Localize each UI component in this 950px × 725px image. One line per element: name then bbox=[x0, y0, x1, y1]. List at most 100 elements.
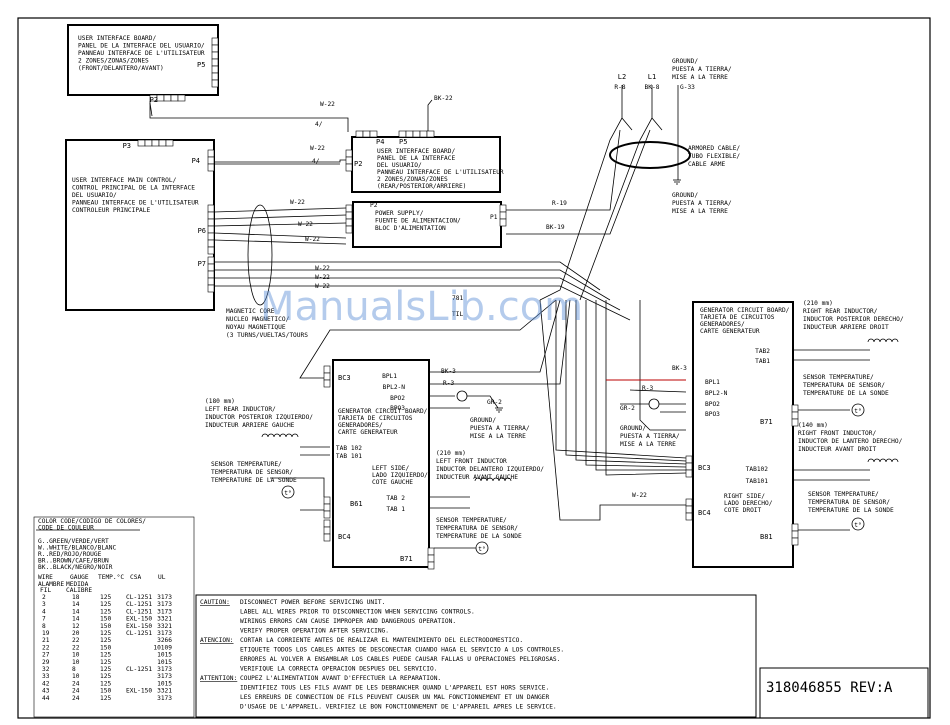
pin-label-bpo2: BPO2 bbox=[390, 395, 405, 402]
ui-front-board-label: PANEL DE LA INTERFACE DEL USUARIO/ bbox=[78, 43, 205, 50]
right-ground-label: MISE A LA TERRE bbox=[620, 441, 676, 448]
p7-connector-pin bbox=[207, 256, 215, 265]
right-side-label: COTE DROIT bbox=[724, 507, 762, 514]
p6-connector-pin bbox=[207, 204, 215, 213]
w22-harness bbox=[214, 159, 346, 163]
generator-feed-wire bbox=[565, 300, 687, 462]
bc3-connector-pin bbox=[323, 379, 331, 388]
pin-label-bpl1: BPL1 bbox=[705, 379, 720, 386]
generator-board-right-label: CARTE GENERATEUR bbox=[700, 328, 760, 335]
left-sensor-label: SENSOR TEMPERATURE/ bbox=[211, 461, 282, 468]
bc4-label: BC4 bbox=[698, 509, 711, 517]
bc4-label: BC4 bbox=[338, 533, 351, 541]
bc3-connector-pin bbox=[685, 455, 693, 464]
left-front-inductor-label: INDUCTEUR AVANT GAUCHE bbox=[436, 474, 518, 481]
b71-connector-pin bbox=[791, 418, 799, 427]
p5-connector-pin bbox=[419, 130, 428, 138]
caution-text: LES ERREURS DE CONNECTION DE FILS PEUVEN… bbox=[240, 694, 549, 701]
sensor-glyph: t° bbox=[854, 521, 861, 529]
table-header: GAUGE bbox=[70, 574, 89, 581]
wire-label: BK-22 bbox=[434, 95, 453, 102]
p2-connector-pin bbox=[156, 94, 165, 102]
pin-label-tab101: TAB101 bbox=[746, 478, 769, 485]
p2-label: P2 bbox=[370, 202, 378, 209]
right-front-sensor-label: TEMPERATURE DE LA SONDE bbox=[808, 507, 894, 514]
p6-connector-pin bbox=[207, 246, 215, 255]
right-rear-inductor-label: RIGHT REAR INDUCTOR/ bbox=[803, 308, 878, 315]
generator-feed-wire bbox=[595, 300, 686, 471]
table-cell: 125 bbox=[100, 680, 111, 687]
table-cell: CL-1251 bbox=[126, 594, 152, 601]
right-ground-label: PUESTA A TIERRA/ bbox=[620, 433, 680, 440]
left-rear-inductor-label: INDUCTEUR ARRIERE GAUCHE bbox=[205, 422, 295, 429]
right-rear-inductor-label: (210 mm) bbox=[803, 300, 833, 307]
generator-board-left-label: CARTE GENERATEUR bbox=[338, 429, 398, 436]
bpl2-right-wire bbox=[629, 389, 687, 393]
w22-wire bbox=[213, 232, 347, 239]
table-cell: 1015 bbox=[157, 659, 172, 666]
table-cell: EXL-150 bbox=[126, 688, 152, 695]
table-cell: 3173 bbox=[157, 601, 172, 608]
generator-board-left-label: GENERADORES/ bbox=[338, 422, 383, 429]
wire-label: W-22 bbox=[632, 492, 647, 499]
table-cell: 22 bbox=[72, 637, 80, 644]
main-control-board-label: CONTROL PRINCIPAL DE LA INTERFACE bbox=[72, 185, 195, 192]
table-header: UL bbox=[158, 574, 166, 581]
l2-line bbox=[539, 85, 623, 301]
right-bc-wire bbox=[639, 300, 686, 431]
wire-label: W-22 bbox=[315, 274, 330, 281]
p6-connector-pin bbox=[207, 218, 215, 227]
table-cell: 12 bbox=[72, 623, 80, 630]
main-control-board-label: DEL USUARIO/ bbox=[72, 192, 117, 199]
table-cell: 3321 bbox=[157, 623, 172, 630]
table-cell: 27 bbox=[42, 652, 50, 659]
table-cell: 4 bbox=[42, 608, 46, 615]
magnetic-core-label: NUCLEO MAGNETICO/ bbox=[226, 316, 290, 323]
wire-label: R-3 bbox=[642, 385, 653, 392]
table-cell: 125 bbox=[100, 601, 111, 608]
b61-connector-pin bbox=[323, 510, 331, 519]
p1-connector-pin bbox=[499, 211, 507, 220]
pin-label-tab1: TAB 1 bbox=[386, 506, 405, 513]
bk3-wire bbox=[429, 299, 561, 373]
right-rear-sensor-label: TEMPERATURA DE SENSOR/ bbox=[803, 382, 885, 389]
generator-feed-wire bbox=[575, 300, 687, 465]
p3-label: P3 bbox=[123, 142, 131, 150]
table-cell: 125 bbox=[100, 673, 111, 680]
b81-connector-pin bbox=[791, 530, 799, 539]
table-cell: 20 bbox=[72, 630, 80, 637]
b71-label: B71 bbox=[400, 555, 413, 563]
table-cell: 14 bbox=[72, 616, 80, 623]
pin-label-tab1: TAB1 bbox=[755, 358, 770, 365]
table-cell: 22 bbox=[72, 644, 80, 651]
p2-connector-pin bbox=[345, 149, 353, 158]
table-cell: 125 bbox=[100, 630, 111, 637]
table-cell: 125 bbox=[100, 637, 111, 644]
p2-connector-pin bbox=[345, 163, 353, 172]
generator-feed-wire bbox=[605, 300, 687, 476]
ground-top-label: PUESTA A TIERRA/ bbox=[672, 66, 732, 73]
left-ground-label: GROUND/ bbox=[470, 417, 496, 424]
table-cell: 19 bbox=[42, 630, 50, 637]
power-supply-label: BLOC D'ALIMENTATION bbox=[375, 225, 446, 232]
b81-label: B81 bbox=[760, 533, 773, 541]
table-cell: 24 bbox=[72, 688, 80, 695]
p5-connector-pin bbox=[211, 51, 219, 60]
right-front-inductor-label: INDUCTEUR AVANT DROIT bbox=[798, 446, 877, 453]
color-code-item: G..GREEN/VERDE/VERT bbox=[38, 538, 109, 545]
bc3-connector-pin bbox=[685, 469, 693, 478]
left-rear-inductor-label: INDUCTOR POSTERIOR IZQUIERDO/ bbox=[205, 414, 313, 421]
ground-top-label: MISE A LA TERRE bbox=[672, 74, 728, 81]
p4-connector-pin bbox=[369, 130, 378, 138]
bk8-label: BK-8 bbox=[645, 84, 660, 91]
magnetic-core-label: MAGNETIC CORE bbox=[226, 308, 275, 315]
p2-connector-pin bbox=[177, 94, 186, 102]
table-cell: 3173 bbox=[157, 630, 172, 637]
generator-board-right-label: GENERADORES/ bbox=[700, 321, 745, 328]
ui-front-board-label: (FRONT/DELANTERO/AVANT) bbox=[78, 65, 164, 72]
table-cell: 18 bbox=[72, 594, 80, 601]
p2-connector-pin bbox=[345, 204, 353, 213]
bc4-connector-pin bbox=[323, 526, 331, 535]
right-rear-inductor-label: INDUCTOR POSTERIOR DERECHO/ bbox=[803, 316, 904, 323]
magnetic-core bbox=[247, 204, 273, 306]
